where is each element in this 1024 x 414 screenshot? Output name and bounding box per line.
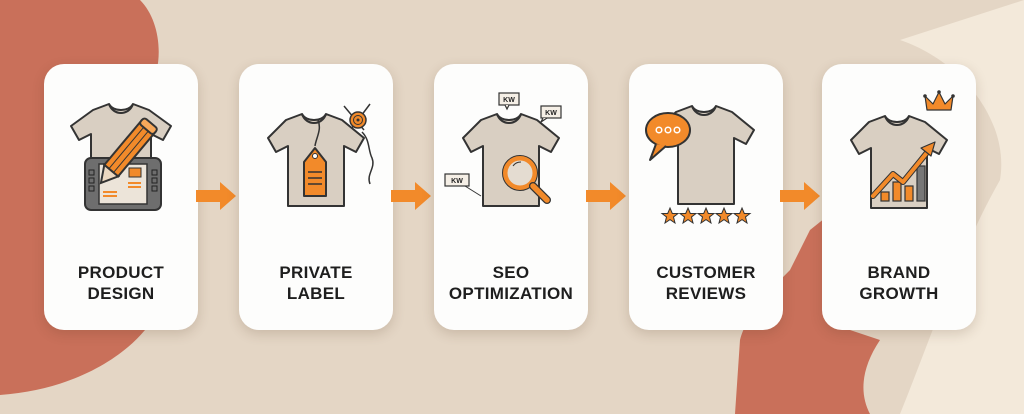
step-label-line-1: PRODUCT — [77, 263, 165, 282]
step-label-line-1: SEO — [492, 263, 530, 282]
step-label: PRIVATE LABEL — [239, 262, 393, 304]
tshirt-magnifier-keywords-icon: KW KW KW — [444, 92, 562, 207]
keyword-tag-icon: KW — [498, 92, 520, 111]
step-card-seo-optimization: KW KW KW SEO OPTIMIZATION — [434, 64, 588, 330]
tshirt-pencil-tablet-icon — [70, 103, 172, 211]
step-label-line-1: CUSTOMER — [656, 263, 756, 282]
step-label-line-2: DESIGN — [87, 284, 155, 303]
arrow-right-icon — [391, 182, 431, 210]
svg-text:KW: KW — [503, 97, 515, 104]
svg-text:KW: KW — [545, 110, 557, 117]
step-label-line-2: GROWTH — [859, 284, 939, 303]
tshirt-growth-chart-crown-icon — [850, 90, 955, 209]
step-label: BRAND GROWTH — [822, 262, 976, 304]
step-label-line-1: PRIVATE — [279, 263, 353, 282]
step-card-customer-reviews: CUSTOMER REVIEWS — [629, 64, 783, 330]
step-label-line-2: REVIEWS — [665, 284, 747, 303]
keyword-tag-icon: KW — [539, 105, 562, 124]
arrow-right-icon — [586, 182, 626, 210]
step-label: CUSTOMER REVIEWS — [629, 262, 783, 304]
step-label-line-2: OPTIMIZATION — [448, 284, 574, 303]
step-label: PRODUCT DESIGN — [44, 262, 198, 304]
five-star-rating-icon — [660, 206, 752, 225]
step-label-line-1: BRAND — [867, 263, 931, 282]
tshirt-chat-stars-icon — [645, 105, 755, 225]
chat-bubble-icon — [645, 112, 691, 161]
arrow-right-icon — [780, 182, 820, 210]
step-label-line-2: LABEL — [286, 284, 346, 303]
tshirt-hang-tag-needle-icon — [267, 103, 374, 207]
keyword-tag-icon: KW — [444, 173, 482, 197]
arrow-right-icon — [196, 182, 236, 210]
step-card-product-design: PRODUCT DESIGN — [44, 64, 198, 330]
step-label: SEO OPTIMIZATION — [434, 262, 588, 304]
step-card-brand-growth: BRAND GROWTH — [822, 64, 976, 330]
step-card-private-label: PRIVATE LABEL — [239, 64, 393, 330]
svg-text:KW: KW — [451, 178, 463, 185]
crown-icon — [923, 90, 955, 111]
